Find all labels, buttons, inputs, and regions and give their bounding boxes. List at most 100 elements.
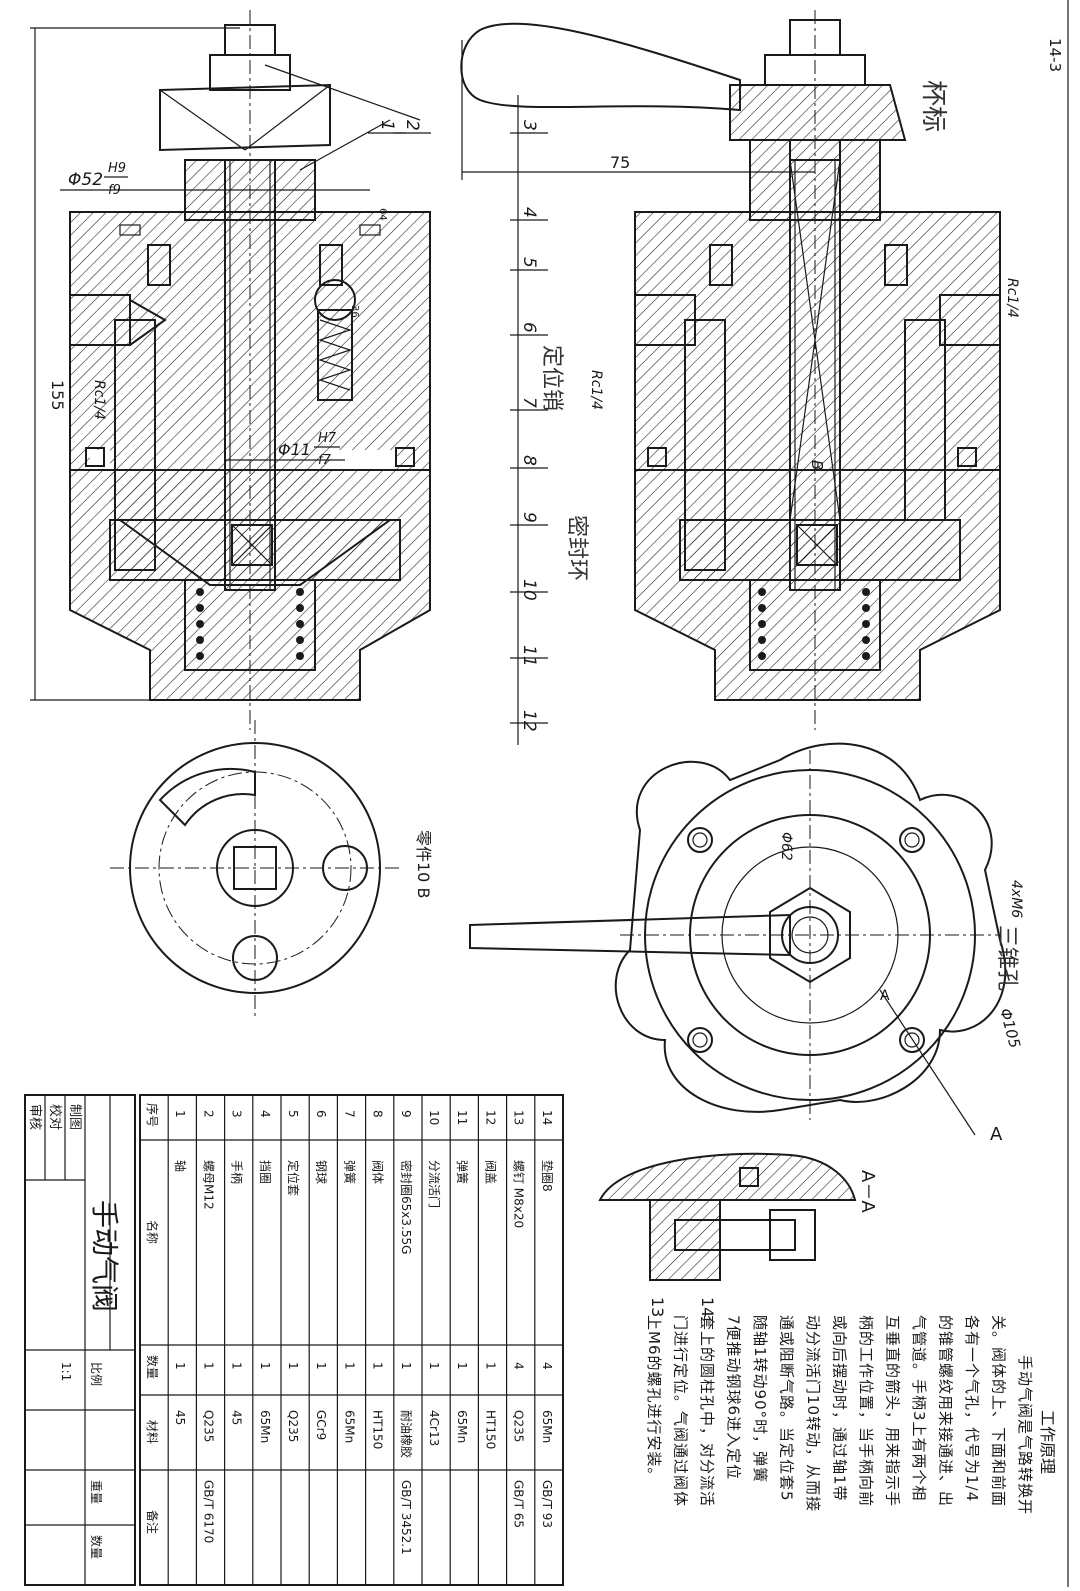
bom-cell-qty: 1: [342, 1362, 356, 1370]
bom-cell-name: 定位套: [286, 1160, 301, 1196]
bom-cell-name: 分流活门: [427, 1160, 442, 1208]
balloon-6: 6: [519, 322, 539, 333]
balloon-13-aa: 13: [648, 1297, 667, 1317]
principle-line: 互垂直的箭头，用来指示手: [884, 1315, 902, 1507]
bom-cell-name: 钢球: [314, 1160, 328, 1184]
balloon-8: 8: [519, 455, 539, 466]
bom-cell-material: 65Mn: [258, 1410, 272, 1443]
bom-cell-qty: 1: [258, 1362, 272, 1370]
bom-cell-no: 9: [399, 1110, 413, 1118]
handle-lever: [460, 22, 741, 112]
weight-label: 重量: [89, 1480, 103, 1504]
bom-header-name: 名称: [145, 1220, 160, 1244]
title-block: 审核 校对 制图 手动气阀 比例 1:1 重量 数量: [24, 1094, 136, 1586]
right-section-view: B Rc1/4 Rc1/4: [588, 10, 1020, 730]
top-view-flange: Φ62 Φ105 4xM6 A A: [469, 742, 1024, 1145]
bom-cell-no: 6: [314, 1110, 328, 1118]
balloon-7: 7: [519, 397, 539, 408]
principle-line: 套上的圆柱孔中，对分流活: [698, 1315, 716, 1507]
bom-cell-qty: 1: [455, 1362, 469, 1370]
bom-cell-material: 65Mn: [540, 1410, 554, 1443]
bom-cell-no: 8: [371, 1110, 385, 1118]
dim-64: 64: [377, 208, 388, 221]
balloon-10: 10: [519, 579, 539, 601]
dim-36: 36: [349, 305, 360, 318]
bom-cell-qty: 1: [173, 1362, 187, 1370]
bom-header-no: 序号: [145, 1103, 160, 1127]
principle-line: 各有一个气孔，代号为1/4: [963, 1315, 981, 1502]
bom-cell-name: 螺母M12: [201, 1160, 215, 1210]
quantity-label: 数量: [89, 1535, 104, 1559]
bom-cell-qty: 4: [540, 1362, 554, 1370]
bom-cell-no: 5: [286, 1110, 300, 1118]
balloon-14-aa: 14: [698, 1297, 717, 1317]
bom-cell-qty: 1: [371, 1362, 385, 1370]
title-main: 手动气阀: [88, 1200, 121, 1312]
bom-cell-no: 11: [455, 1110, 469, 1125]
principle-line: 门进行定位。气阀通过阀体: [672, 1315, 690, 1507]
balloon-3: 3: [519, 120, 539, 131]
principle-line: 动分流活门10转动，从而接: [804, 1315, 822, 1512]
principle-line: 的锥管螺纹用来接通进、出: [937, 1315, 955, 1507]
dim-phi52: Φ52: [68, 170, 103, 190]
handwritten-note-2: 定位销: [539, 345, 564, 411]
sheet-number: 14-3: [1046, 38, 1064, 72]
balloon-11: 11: [519, 645, 539, 667]
bom-cell-name: 弹簧: [342, 1160, 357, 1184]
bom-cell-material: 65Mn: [342, 1410, 356, 1443]
handwritten-note-1: 杯标: [918, 80, 948, 132]
bom-cell-name: 垫圈8: [540, 1160, 555, 1192]
bom-cell-no: 7: [342, 1110, 356, 1118]
left-section-view: 155 Φ52 H9 f9 Φ11 H7 f7 Rc1/4 64 36: [30, 10, 431, 730]
bom-cell-qty: 1: [483, 1362, 497, 1370]
bom-cell-material: Q235: [512, 1410, 526, 1442]
title-drawn: 制图: [67, 1104, 82, 1130]
bom-cell-name: 挡圈: [258, 1160, 272, 1184]
bom-cell-no: 1: [173, 1110, 187, 1118]
bom-cell-material: 65Mn: [455, 1410, 469, 1443]
bom-cell-material: HT150: [483, 1410, 497, 1449]
scale-value: 1:1: [59, 1362, 73, 1381]
dim-phi11: Φ11: [278, 440, 311, 459]
cut-label-a2: A: [880, 988, 890, 1004]
balloon-12: 12: [519, 710, 539, 732]
principle-line: 关。阀体的上、下面和前面: [990, 1315, 1008, 1507]
bom-cell-name: 阀盖: [483, 1160, 497, 1184]
bom-cell-material: 4Cr13: [427, 1410, 441, 1446]
bom-cell-remark: GB/T 93: [540, 1480, 554, 1528]
bom-cell-qty: 1: [399, 1362, 413, 1370]
bom-cell-qty: 1: [230, 1362, 244, 1370]
bom-cell-qty: 1: [427, 1362, 441, 1370]
bom-cell-name: 手柄: [230, 1160, 244, 1184]
dim-rc14-mid: Rc1/4: [588, 370, 604, 410]
bom-cell-no: 3: [230, 1110, 244, 1118]
bom-cell-qty: 1: [314, 1362, 328, 1370]
title-approved: 审核: [27, 1104, 42, 1130]
section-a-a: A－A 13 14: [598, 1152, 878, 1317]
bom-cell-remark: GB/T 65: [512, 1480, 526, 1528]
dim-fit-f9: f9: [108, 183, 121, 198]
cut-label-a1: A: [990, 1124, 1003, 1145]
balloon-9: 9: [519, 512, 539, 523]
balloon-2: 2: [402, 120, 422, 131]
scale-label: 比例: [89, 1362, 103, 1386]
bom-cell-no: 14: [540, 1110, 554, 1125]
title-checked: 校对: [47, 1104, 63, 1130]
bom-cell-material: Q235: [201, 1410, 215, 1442]
part10-view-label: 零件10 B: [414, 830, 433, 898]
bom-header-remark: 备注: [145, 1510, 160, 1534]
bom-cell-remark: GB/T 6170: [201, 1480, 215, 1543]
bom-cell-no: 10: [427, 1110, 441, 1125]
bom-cell-qty: 1: [201, 1362, 215, 1370]
bom-cell-remark: GB/T 3452.1: [399, 1480, 413, 1555]
principle-line: 7便推动钢球6进入定位: [725, 1315, 743, 1480]
bom-cell-material: HT150: [371, 1410, 385, 1449]
dim-phi62: Φ62: [778, 832, 794, 861]
bom-cell-qty: 4: [512, 1362, 526, 1370]
handwritten-note-4: 三锥孔: [994, 925, 1019, 991]
dim-fit-h7: H7: [318, 431, 337, 446]
